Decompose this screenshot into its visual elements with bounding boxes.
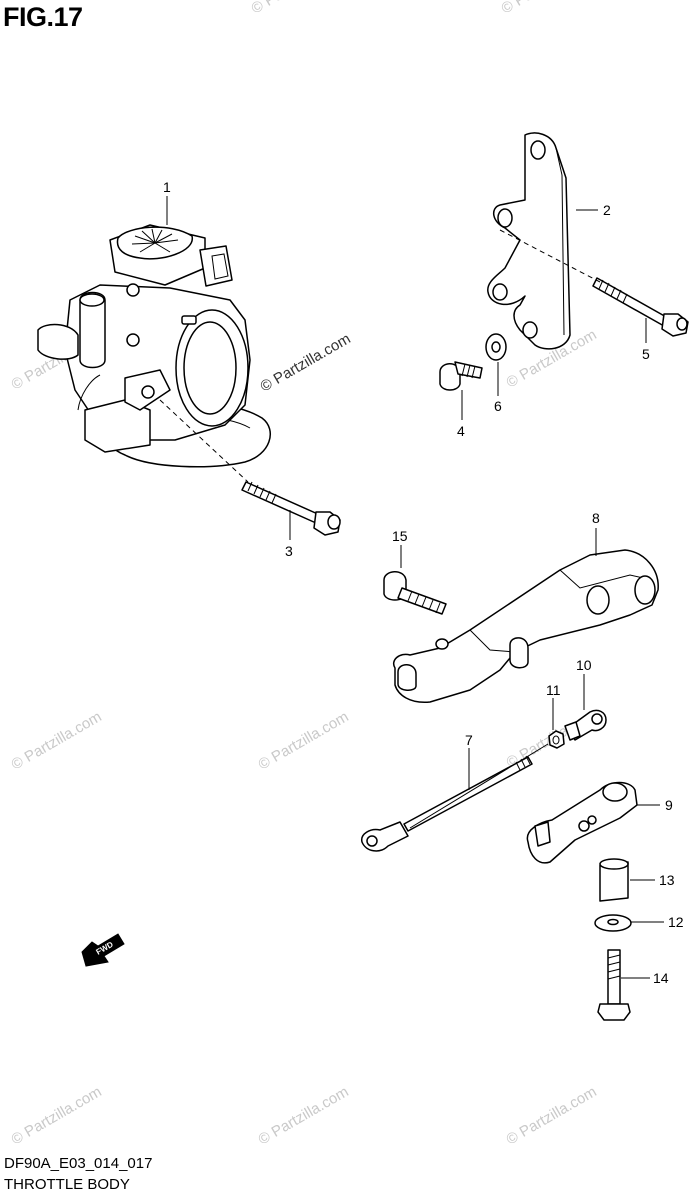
figure-code: DF90A_E03_014_017 <box>4 1155 153 1172</box>
callout-9: 9 <box>665 797 673 813</box>
sleeve-part <box>599 858 629 902</box>
callout-11: 11 <box>546 682 561 698</box>
watermark-text: © Partzilla.com <box>249 0 345 17</box>
callout-7: 7 <box>465 732 473 748</box>
callout-6: 6 <box>494 398 502 414</box>
figure-name: THROTTLE BODY <box>4 1176 130 1193</box>
callout-2: 2 <box>603 202 611 218</box>
leader-lines <box>159 196 664 979</box>
bolt-14-part <box>597 949 631 1021</box>
long-bolt-part <box>241 481 341 536</box>
ball-joint-part <box>564 709 607 741</box>
bracket-plate-part <box>487 132 571 350</box>
watermark-text: © Partzilla.com <box>499 0 595 17</box>
watermark-text: © Partzilla.com <box>258 330 354 395</box>
watermark-text: © Partzilla.com <box>256 708 352 773</box>
washer-part <box>485 333 507 361</box>
rod-part <box>361 755 533 852</box>
callout-10: 10 <box>576 657 592 673</box>
linkage-arm-part <box>393 549 659 704</box>
callouts: 1 2 3 4 5 6 7 8 9 10 11 12 13 14 15 <box>163 179 684 986</box>
nut-part <box>548 730 565 749</box>
callout-3: 3 <box>285 543 293 559</box>
bolt-part <box>592 277 689 337</box>
watermark-text: © Partzilla.com <box>504 1083 600 1148</box>
callout-4: 4 <box>457 423 465 439</box>
watermarks: © Partzilla.com © Partzilla.com © Partzi… <box>9 0 600 1148</box>
callout-8: 8 <box>592 510 600 526</box>
bolt-15-part <box>383 571 447 615</box>
callout-1: 1 <box>163 179 171 195</box>
lever-part <box>526 781 638 864</box>
callout-13: 13 <box>659 872 675 888</box>
washer-12-part <box>594 914 632 932</box>
figure-title: FIG.17 <box>3 2 83 32</box>
small-bolt-part <box>439 361 483 391</box>
callout-15: 15 <box>392 528 408 544</box>
callout-12: 12 <box>668 914 684 930</box>
fwd-arrow-icon: FWD <box>81 933 125 967</box>
watermark-text: © Partzilla.com <box>9 1083 105 1148</box>
throttle-body-part <box>37 224 272 468</box>
watermark-text: © Partzilla.com <box>9 708 105 773</box>
callout-14: 14 <box>653 970 669 986</box>
callout-5: 5 <box>642 346 650 362</box>
watermark-text: © Partzilla.com <box>256 1083 352 1148</box>
